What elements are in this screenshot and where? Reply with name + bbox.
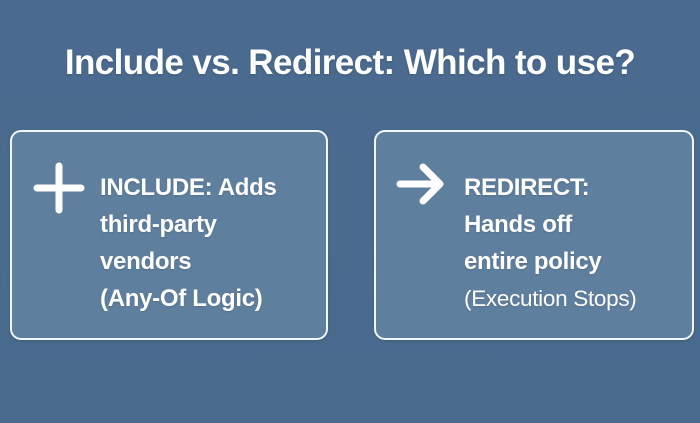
- include-line-2: third-party: [100, 211, 217, 238]
- include-description: INCLUDE: Adds third-party vendors (Any-O…: [100, 169, 277, 317]
- redirect-line-1: REDIRECT:: [464, 174, 590, 201]
- redirect-line-2: Hands off: [464, 211, 572, 238]
- arrow-right-icon: [395, 162, 445, 206]
- plus-icon: [33, 162, 85, 214]
- include-card: INCLUDE: Adds third-party vendors (Any-O…: [10, 130, 328, 340]
- redirect-line-3: entire policy: [464, 248, 602, 275]
- include-line-3: vendors: [100, 248, 192, 275]
- redirect-line-4: (Execution Stops): [464, 286, 637, 311]
- redirect-description: REDIRECT: Hands off entire policy (Execu…: [464, 169, 637, 317]
- page-title: Include vs. Redirect: Which to use?: [64, 43, 636, 82]
- include-line-4: (Any-Of Logic): [100, 285, 263, 312]
- redirect-card: REDIRECT: Hands off entire policy (Execu…: [374, 130, 694, 340]
- include-line-1: INCLUDE: Adds: [100, 174, 277, 201]
